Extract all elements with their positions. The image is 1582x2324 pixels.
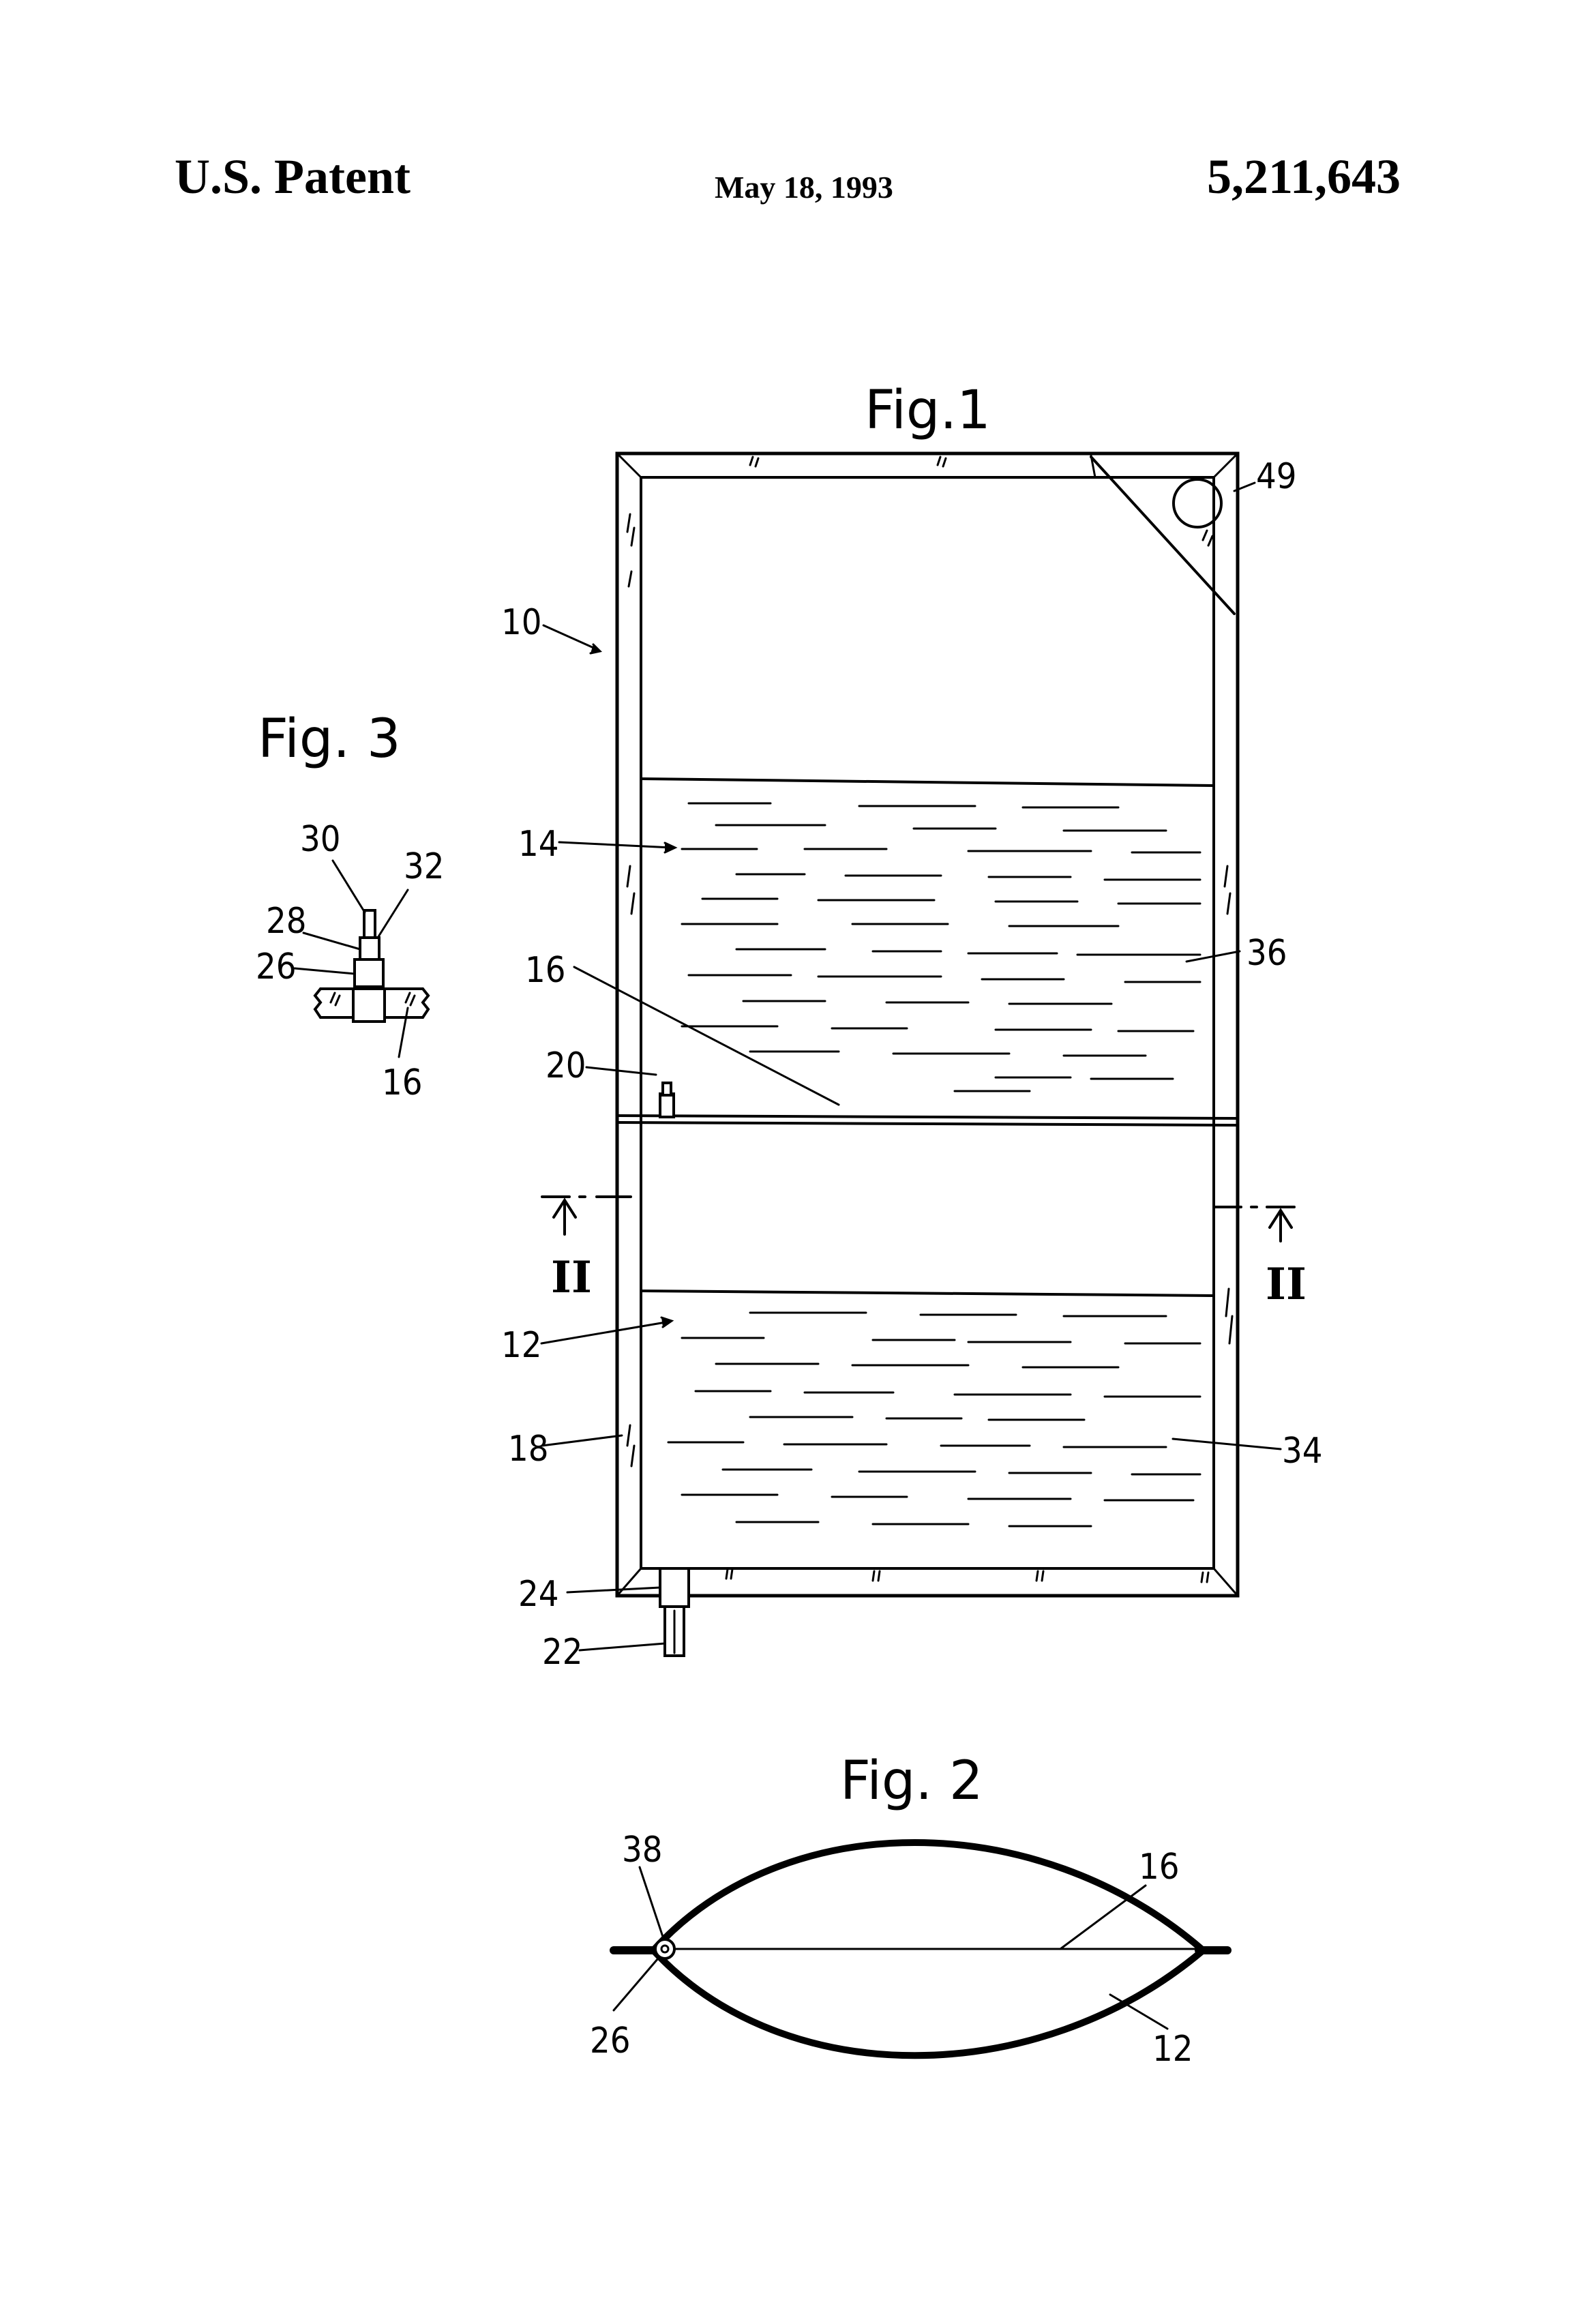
- fig2-ref-38: 38: [622, 1830, 663, 1871]
- fig3-leader-lines: [295, 861, 408, 1057]
- section-mark-left: II: [551, 1252, 592, 1303]
- section-mark-right: II: [1266, 1259, 1307, 1310]
- section-line-marks: [542, 1197, 1294, 1241]
- bag-cross-section: [614, 1843, 1227, 2055]
- figure-3: Fig. 3 30 32 28 26 16: [256, 709, 445, 1103]
- fig3-ref-26: 26: [256, 947, 297, 987]
- figure-3-title: Fig. 3: [258, 709, 401, 770]
- fig3-ref-30: 30: [300, 819, 341, 860]
- ref-18: 18: [508, 1429, 549, 1470]
- ref-20: 20: [546, 1045, 586, 1086]
- fig2-ref-26: 26: [590, 2021, 631, 2061]
- container-bag: [617, 453, 1238, 1596]
- lower-liquid: [641, 1291, 1214, 1526]
- valve-detail: [315, 910, 428, 1022]
- figure-2: Fig. 2 38 16 26 12: [590, 1751, 1227, 2070]
- ref-49: 49: [1256, 456, 1297, 497]
- upper-liquid: [641, 779, 1214, 1091]
- fig3-ref-16: 16: [382, 1062, 423, 1103]
- fig3-ref-32: 32: [404, 846, 445, 887]
- ref-22: 22: [542, 1632, 583, 1673]
- figure-1-title: Fig.1: [865, 380, 991, 441]
- ref-24: 24: [518, 1574, 559, 1615]
- ref-14: 14: [518, 824, 559, 865]
- ref-36: 36: [1247, 933, 1287, 974]
- fig2-ref-12: 12: [1152, 2029, 1193, 2070]
- ref-34: 34: [1282, 1431, 1323, 1472]
- valve-20: [660, 1083, 674, 1117]
- fig2-ref-16: 16: [1139, 1847, 1180, 1888]
- fig3-ref-28: 28: [266, 901, 307, 942]
- ref-12: 12: [501, 1325, 542, 1366]
- ref-10: 10: [501, 602, 542, 643]
- separating-seam: [617, 1116, 1238, 1125]
- figure-1: Fig.1: [501, 380, 1323, 1673]
- ref-16: 16: [525, 950, 566, 991]
- figure-2-title: Fig. 2: [840, 1751, 983, 1812]
